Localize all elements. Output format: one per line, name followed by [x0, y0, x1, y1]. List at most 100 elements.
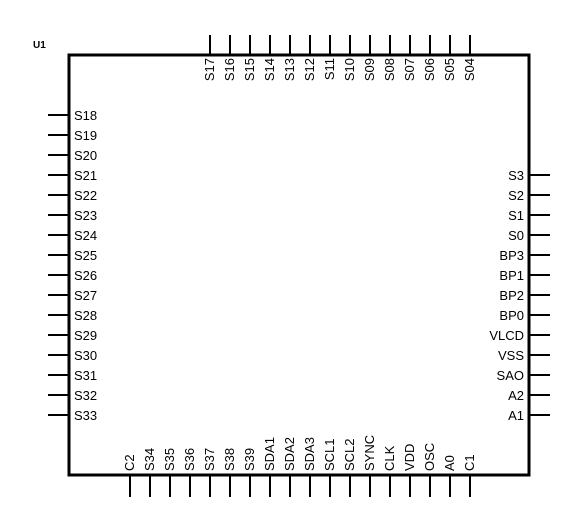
pin-label: S21 [74, 168, 97, 183]
pin-label: S19 [74, 128, 97, 143]
pin-label: S08 [382, 58, 397, 81]
pin-label: S37 [202, 448, 217, 471]
pin-label: BP0 [499, 308, 524, 323]
pin-label: S25 [74, 248, 97, 263]
pin-s29: S29 [48, 328, 97, 343]
pin-label: S30 [74, 348, 97, 363]
pin-label: S3 [508, 168, 524, 183]
pin-label: S24 [74, 228, 97, 243]
pin-label: S39 [242, 448, 257, 471]
pin-sync: SYNC [362, 435, 377, 497]
pin-label: S36 [182, 448, 197, 471]
pin-label: S18 [74, 108, 97, 123]
pin-s20: S20 [48, 148, 97, 163]
pin-label: SYNC [362, 435, 377, 471]
pin-s13: S13 [282, 35, 297, 81]
pin-label: A0 [442, 455, 457, 471]
pin-label: OSC [422, 443, 437, 471]
pin-label: S04 [462, 58, 477, 81]
pin-a1: A1 [508, 408, 550, 423]
pin-s27: S27 [48, 288, 97, 303]
pin-label: S05 [442, 58, 457, 81]
pin-s16: S16 [222, 35, 237, 81]
pin-label: S29 [74, 328, 97, 343]
pin-s0: S0 [508, 228, 550, 243]
pin-label: CLK [382, 445, 397, 471]
pin-a2: A2 [508, 388, 550, 403]
pin-a0: A0 [442, 455, 457, 497]
pin-sao: SAO [497, 368, 550, 383]
pin-label: S1 [508, 208, 524, 223]
pin-label: BP2 [499, 288, 524, 303]
pin-label: VLCD [489, 328, 524, 343]
pin-c1: C1 [462, 454, 477, 497]
pin-bp2: BP2 [499, 288, 550, 303]
pin-label: C1 [462, 454, 477, 471]
pin-label: SDA2 [282, 437, 297, 471]
pin-s07: S07 [402, 35, 417, 81]
pin-s06: S06 [422, 35, 437, 81]
pin-vss: VSS [498, 348, 550, 363]
pin-s39: S39 [242, 448, 257, 497]
pin-s3: S3 [508, 168, 550, 183]
pin-label: A1 [508, 408, 524, 423]
pin-s1: S1 [508, 208, 550, 223]
pin-s17: S17 [202, 35, 217, 81]
pin-s22: S22 [48, 188, 97, 203]
pin-label: S31 [74, 368, 97, 383]
pin-label: VSS [498, 348, 524, 363]
pin-s19: S19 [48, 128, 97, 143]
pin-s08: S08 [382, 35, 397, 81]
pin-s14: S14 [262, 35, 277, 81]
pin-sda3: SDA3 [302, 437, 317, 497]
pin-s35: S35 [162, 448, 177, 497]
pin-sda1: SDA1 [262, 437, 277, 497]
pin-label: S09 [362, 58, 377, 81]
pin-s21: S21 [48, 168, 97, 183]
pin-label: S32 [74, 388, 97, 403]
pin-s05: S05 [442, 35, 457, 81]
pin-label: S2 [508, 188, 524, 203]
pin-label: C2 [122, 454, 137, 471]
pin-label: S15 [242, 58, 257, 81]
pin-label: S28 [74, 308, 97, 323]
pin-s37: S37 [202, 448, 217, 497]
pin-s12: S12 [302, 35, 317, 81]
pin-scl1: SCL1 [322, 438, 337, 497]
pin-s26: S26 [48, 268, 97, 283]
pin-s30: S30 [48, 348, 97, 363]
pin-label: SAO [497, 368, 524, 383]
pin-label: S33 [74, 408, 97, 423]
pin-label: S13 [282, 58, 297, 81]
pin-vlcd: VLCD [489, 328, 550, 343]
pin-vdd: VDD [402, 444, 417, 497]
pin-label: S38 [222, 448, 237, 471]
pin-label: S11 [322, 58, 337, 80]
component-ref-label: U1 [33, 40, 46, 51]
pin-s32: S32 [48, 388, 97, 403]
pin-s2: S2 [508, 188, 550, 203]
pin-s36: S36 [182, 448, 197, 497]
pin-label: S26 [74, 268, 97, 283]
pin-s31: S31 [48, 368, 97, 383]
pin-s09: S09 [362, 35, 377, 81]
pin-s24: S24 [48, 228, 97, 243]
pin-label: BP3 [499, 248, 524, 263]
pin-bp1: BP1 [499, 268, 550, 283]
pin-label: S12 [302, 58, 317, 81]
pin-label: S06 [422, 58, 437, 81]
pin-label: S20 [74, 148, 97, 163]
pin-label: S23 [74, 208, 97, 223]
pin-label: S22 [74, 188, 97, 203]
pin-label: SDA3 [302, 437, 317, 471]
pin-osc: OSC [422, 443, 437, 497]
pin-label: S17 [202, 58, 217, 81]
pin-label: SCL2 [342, 438, 357, 471]
pin-label: S14 [262, 58, 277, 81]
pin-s28: S28 [48, 308, 97, 323]
pin-label: SDA1 [262, 437, 277, 471]
